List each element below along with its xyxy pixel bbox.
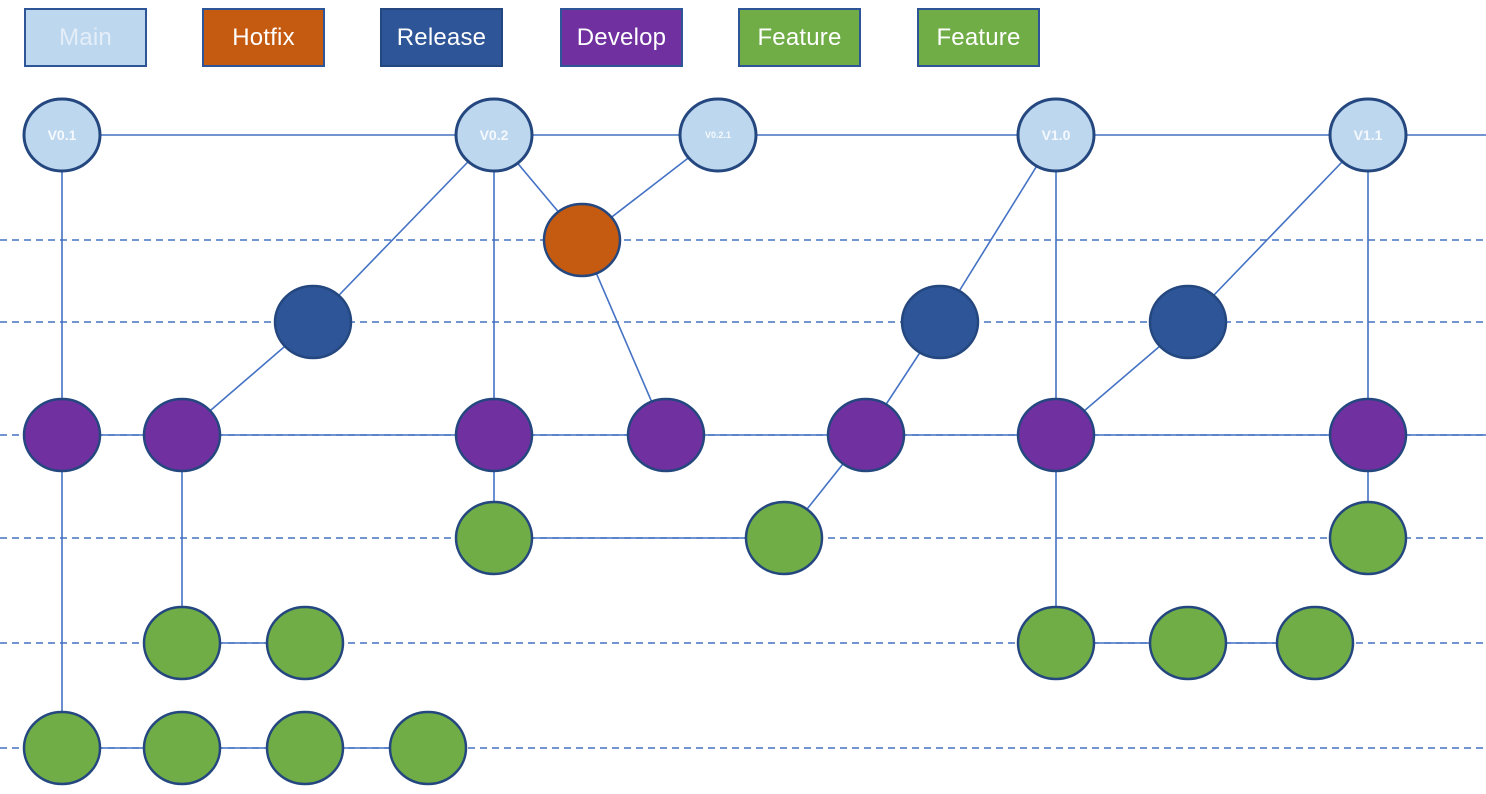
- legend-label-feature1: Feature: [757, 23, 842, 51]
- commit-node-feature-f2d: [1148, 605, 1228, 681]
- commit-node-feature-f3b: [142, 710, 222, 786]
- commit-node-feature-f2c: [1016, 605, 1096, 681]
- legend-item-develop: Develop: [560, 8, 683, 67]
- commit-node-hotfix-hf1: [542, 202, 622, 278]
- commit-node-feature-f2a: [142, 605, 222, 681]
- commit-node-develop-d6: [1016, 397, 1096, 473]
- legend-label-develop: Develop: [576, 23, 667, 51]
- legend-label-release: Release: [396, 23, 487, 51]
- legend-item-hotfix: Hotfix: [202, 8, 325, 67]
- legend-item-feature2: Feature: [917, 8, 1040, 67]
- commit-label-v01: V0.1: [48, 127, 77, 143]
- commit-node-feature-f3c: [265, 710, 345, 786]
- commit-node-main-v02: [454, 97, 534, 173]
- commit-node-feature-f2b: [265, 605, 345, 681]
- legend-item-main: Main: [24, 8, 147, 67]
- commit-node-develop-d2: [142, 397, 222, 473]
- commit-node-main-v10: [1016, 97, 1096, 173]
- edge-r3-v11: [1187, 134, 1369, 323]
- branch-legend: Main Hotfix Release Develop Feature Feature: [0, 0, 1486, 80]
- commit-node-develop-d5: [826, 397, 906, 473]
- commit-node-feature-f1c: [1328, 500, 1408, 576]
- commit-node-develop-d4: [626, 397, 706, 473]
- commit-label-v02: V0.2: [480, 127, 509, 143]
- commit-node-release-r3: [1148, 284, 1228, 360]
- commit-node-release-r2: [900, 284, 980, 360]
- legend-label-main: Main: [59, 23, 112, 51]
- commit-node-develop-d7: [1328, 397, 1408, 473]
- commit-node-main-v021: [678, 97, 758, 173]
- edge-v02-r1: [312, 134, 495, 323]
- commit-label-v11: V1.1: [1354, 127, 1383, 143]
- commit-node-feature-f3d: [388, 710, 468, 786]
- legend-label-hotfix: Hotfix: [232, 23, 295, 51]
- legend-item-release: Release: [380, 8, 503, 67]
- commit-node-feature-f1a: [454, 500, 534, 576]
- commit-node-main-v01: [22, 97, 102, 173]
- commit-node-feature-f1b: [744, 500, 824, 576]
- commit-node-main-v11: [1328, 97, 1408, 173]
- legend-item-feature1: Feature: [738, 8, 861, 67]
- commit-node-release-r1: [273, 284, 353, 360]
- commit-node-feature-f2e: [1275, 605, 1355, 681]
- legend-label-feature2: Feature: [936, 23, 1021, 51]
- commit-label-v10: V1.0: [1042, 127, 1071, 143]
- commit-label-v021: V0.2.1: [705, 130, 731, 140]
- commit-node-develop-d1: [22, 397, 102, 473]
- commit-node-develop-d3: [454, 397, 534, 473]
- commit-node-feature-f3a: [22, 710, 102, 786]
